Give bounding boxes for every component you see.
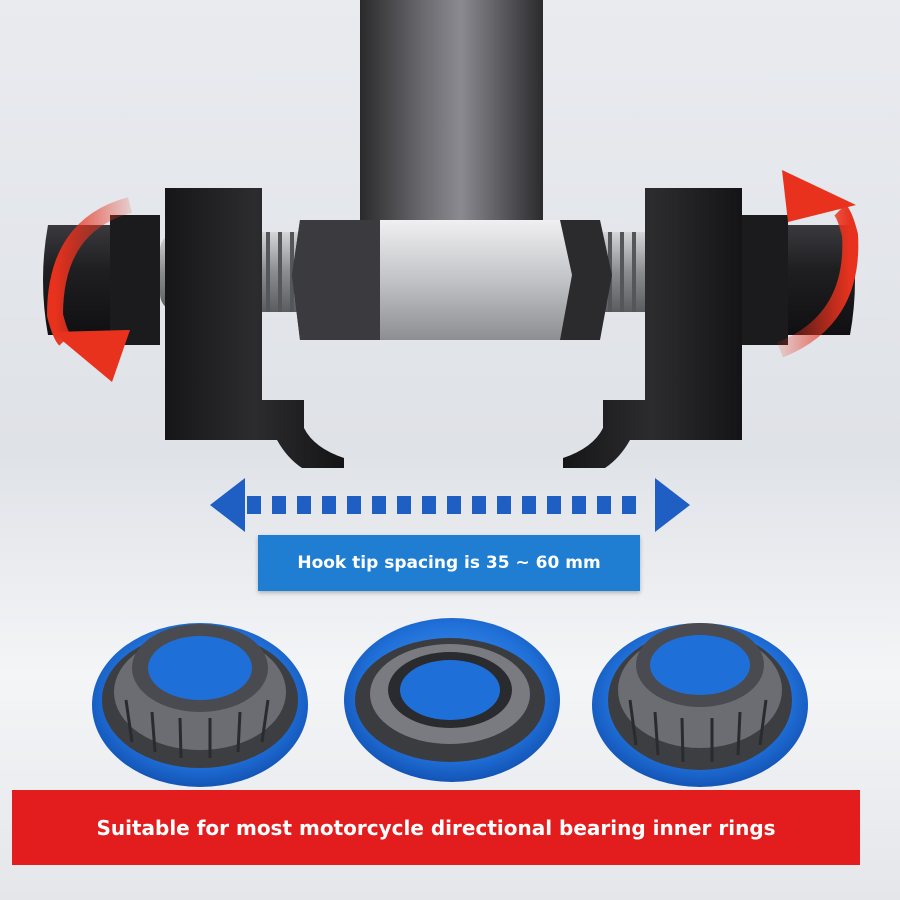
spacing-caption: Hook tip spacing is 35 ~ 60 mm — [258, 535, 640, 591]
center-nut — [292, 220, 612, 340]
bearing-center — [344, 618, 560, 782]
left-rotate-arrow — [46, 197, 133, 382]
bearing-left — [92, 623, 308, 787]
right-rotate-arrow — [776, 170, 859, 358]
vertical-shaft — [360, 0, 543, 225]
left-spring — [266, 232, 294, 312]
right-jaw — [563, 188, 742, 468]
suitability-caption: Suitable for most motorcycle directional… — [12, 790, 860, 865]
spacing-arrow — [210, 478, 690, 532]
bearing-right — [592, 623, 808, 787]
left-jaw — [165, 188, 344, 468]
